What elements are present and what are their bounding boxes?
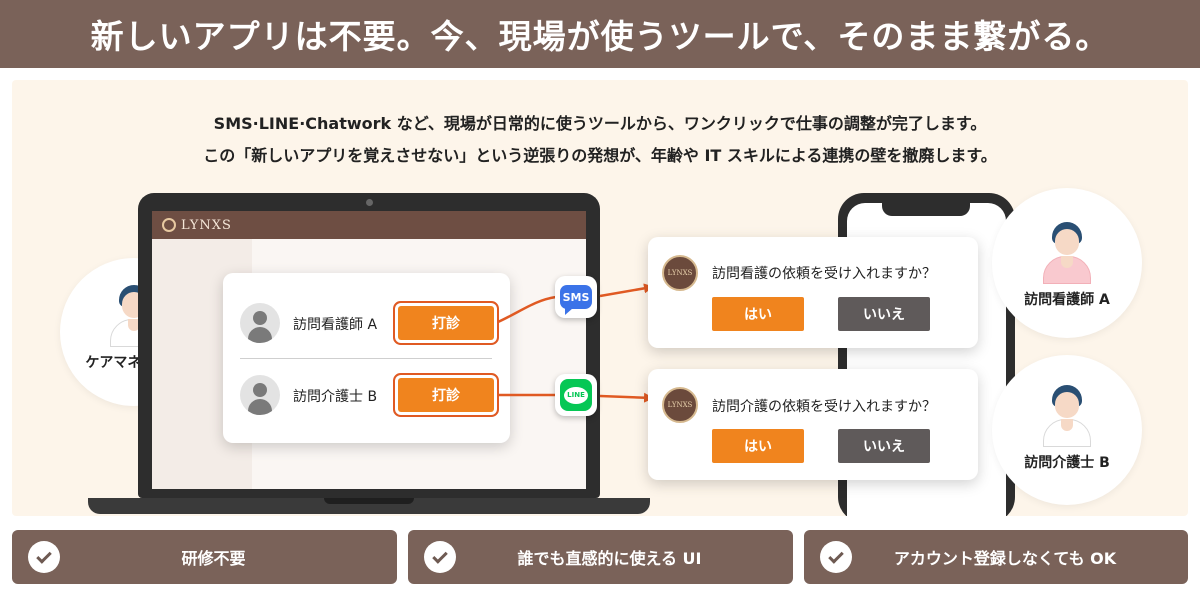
caregiver-avatar bbox=[1037, 385, 1097, 447]
sms-icon: SMS bbox=[560, 285, 592, 315]
accept-button-2[interactable]: はい bbox=[712, 429, 804, 463]
sms-app-badge: SMS bbox=[555, 276, 597, 318]
laptop-camera bbox=[366, 199, 373, 206]
check-icon bbox=[820, 541, 852, 573]
feature-label-3: アカウント登録しなくても OK bbox=[893, 549, 1117, 568]
row-divider bbox=[240, 358, 492, 359]
laptop-base bbox=[88, 498, 650, 514]
nurse-avatar bbox=[1037, 222, 1097, 284]
lynxs-logo-icon: LYNXS bbox=[662, 387, 698, 423]
request-message-text-1: 訪問看護の依頼を受け入れますか？ bbox=[712, 266, 936, 282]
panel-bottom-edge bbox=[0, 516, 1200, 528]
decline-button-1[interactable]: いいえ bbox=[838, 297, 930, 331]
laptop-base-notch bbox=[324, 498, 414, 504]
line-app-badge: LINE bbox=[555, 374, 597, 416]
app-brand: LYNXS bbox=[181, 217, 232, 233]
feature-box-2: 誰でも直感的に使える UI bbox=[408, 530, 793, 584]
accept-button-1[interactable]: はい bbox=[712, 297, 804, 331]
lynxs-logo-icon bbox=[162, 218, 176, 232]
feature-box-3: アカウント登録しなくても OK bbox=[804, 530, 1188, 584]
smartphone-notch bbox=[882, 200, 970, 216]
call-button-a[interactable]: 打診 bbox=[398, 306, 494, 340]
lynxs-logo-icon: LYNXS bbox=[662, 255, 698, 291]
line-label: LINE bbox=[567, 391, 585, 399]
app-header: LYNXS bbox=[152, 211, 586, 239]
msg-logo-text: LYNXS bbox=[667, 401, 693, 409]
staff-name-b: 訪問介護士 B bbox=[293, 389, 378, 405]
user-avatar-icon bbox=[240, 303, 280, 343]
line-icon: LINE bbox=[560, 379, 592, 411]
caregiver-label: 訪問介護士 B bbox=[1024, 455, 1110, 471]
request-message-card-2 bbox=[648, 369, 978, 480]
sms-label: SMS bbox=[562, 290, 590, 304]
call-button-b[interactable]: 打診 bbox=[398, 378, 494, 412]
request-message-card-1 bbox=[648, 237, 978, 348]
staff-name-a: 訪問看護師 A bbox=[293, 317, 378, 333]
request-message-text-2: 訪問介護の依頼を受け入れますか？ bbox=[712, 399, 936, 415]
check-icon bbox=[28, 541, 60, 573]
headline-banner: 新しいアプリは不要。今、現場が使うツールで、そのまま繋がる。 bbox=[0, 0, 1200, 68]
decline-button-2[interactable]: いいえ bbox=[838, 429, 930, 463]
user-avatar-icon bbox=[240, 375, 280, 415]
intro-line-2: この「新しいアプリを覚えさせない」という逆張りの発想が、年齢や IT スキルによ… bbox=[203, 146, 997, 165]
check-icon bbox=[424, 541, 456, 573]
feature-box-1: 研修不要 bbox=[12, 530, 397, 584]
feature-label-2: 誰でも直感的に使える UI bbox=[517, 549, 702, 568]
intro-line-1: SMS·LINE·Chatwork など、現場が日常的に使うツールから、ワンクリ… bbox=[213, 114, 987, 133]
headline-text: 新しいアプリは不要。今、現場が使うツールで、そのまま繋がる。 bbox=[90, 17, 1110, 56]
nurse-label: 訪問看護師 A bbox=[1024, 292, 1110, 308]
msg-logo-text: LYNXS bbox=[667, 269, 693, 277]
intro-text: SMS·LINE·Chatwork など、現場が日常的に使うツールから、ワンクリ… bbox=[0, 108, 1200, 172]
feature-label-1: 研修不要 bbox=[181, 549, 246, 568]
